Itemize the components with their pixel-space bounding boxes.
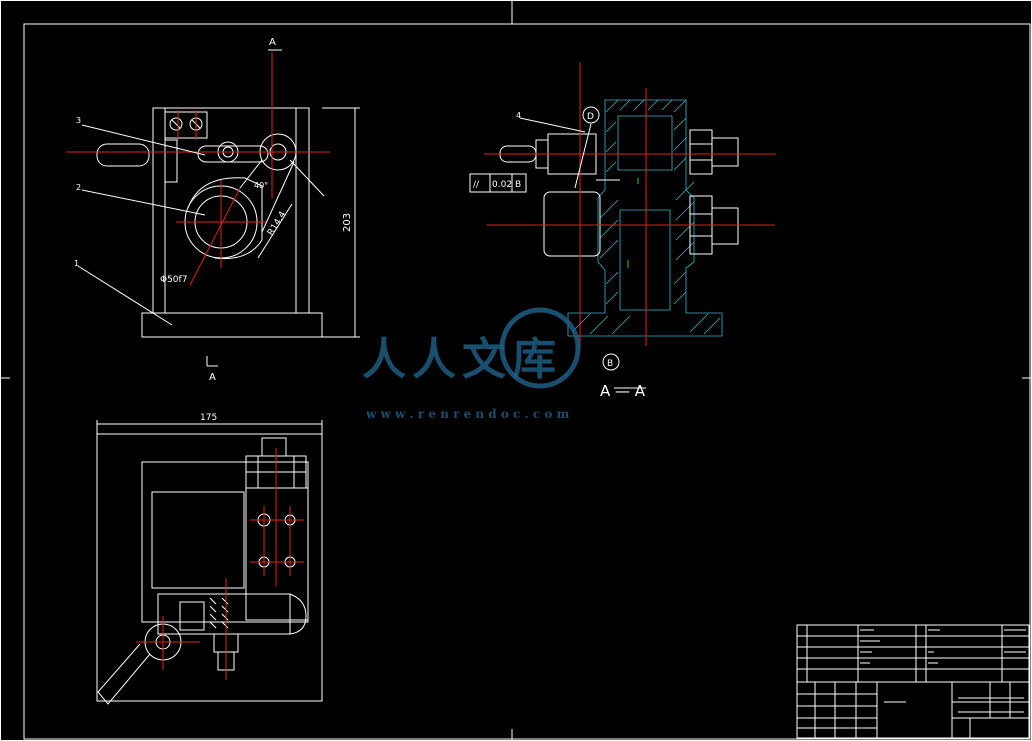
front-view [66,49,360,367]
dim-angle-label: 40° [254,181,268,190]
title-block [796,624,1030,739]
leader-label-4: 4 [516,111,521,120]
tolerance-symbol: // [473,180,480,190]
section-mark-bottom: A [209,372,216,383]
sheet-inner-border [23,23,1031,740]
callout-d: D [587,112,594,122]
leader-label-1: 1 [74,259,79,268]
leader-label-3: 3 [76,116,81,125]
dim-dia-label: Φ50f7 [160,275,187,285]
watermark-text: 人人文库 [362,334,562,385]
callout-b: B [607,359,613,369]
dim-width-label: 175 [200,413,217,423]
dim-height-label: 203 [342,213,353,232]
section-view-a-a [469,62,776,389]
watermark-url: w w w . r e n r e n d o c . c o m [365,407,570,421]
tolerance-value: 0.02 [492,180,512,190]
hatch-pattern [571,99,721,335]
dim-radius-label: R14.4 [266,210,289,238]
section-mark-top: A [269,37,276,48]
watermark-logo [499,307,581,389]
top-view [96,420,323,705]
section-title: A — A [600,382,646,400]
leader-label-2: 2 [76,183,81,192]
tolerance-ref: B [515,180,521,190]
